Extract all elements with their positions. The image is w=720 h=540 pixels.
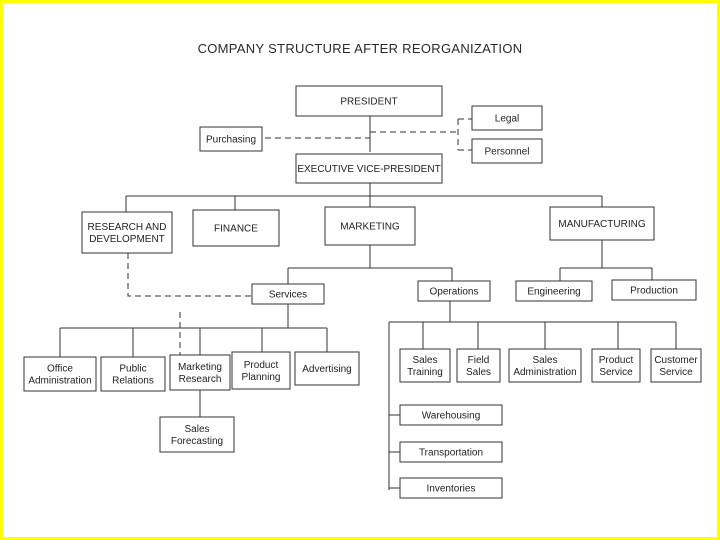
node-production: Production [611,279,697,301]
node-label: Purchasing [206,135,256,146]
node-box [611,279,697,301]
node-box [295,153,443,184]
node-label: Service [599,367,633,378]
node-label: Planning [242,372,281,383]
node-label: Office [47,364,73,375]
node-box [591,348,641,383]
node-box [81,211,173,254]
node-label: PRESIDENT [340,97,397,108]
node-box [192,209,280,247]
node-label: FINANCE [214,224,258,235]
node-president: PRESIDENT [295,85,443,117]
node-label: MARKETING [340,222,400,233]
node-label: Operations [430,287,479,298]
node-inventories: Inventories [399,477,503,499]
node-transportation: Transportation [399,441,503,463]
node-box [251,283,325,305]
node-label: Services [269,290,307,301]
node-label: Relations [112,376,154,387]
node-box [471,138,543,164]
node-finance: FINANCE [192,209,280,247]
node-label: Customer [654,355,698,366]
node-label: Sales [532,355,557,366]
dashed-connector [127,253,252,297]
node-label: Field [468,355,490,366]
node-personnel: Personnel [471,138,543,164]
node-label: MANUFACTURING [558,219,645,230]
node-label: Transportation [419,448,483,459]
node-label: Legal [495,114,519,125]
node-label: Sales [184,424,209,435]
node-label: Warehousing [422,411,481,422]
node-box [650,348,702,383]
node-box [100,356,166,392]
node-box [515,280,593,302]
node-box [549,206,655,241]
node-label: Product [599,355,634,366]
node-box [169,354,231,391]
node-label: Forecasting [171,436,223,447]
node-box [508,348,582,383]
chart-title: COMPANY STRUCTURE AFTER REORGANIZATION [197,41,523,56]
node-label: Research [179,374,222,385]
node-label: Inventories [427,484,476,495]
node-label: Marketing [178,362,222,373]
node-label: Engineering [527,287,580,298]
node-label: Administration [513,367,576,378]
node-label: Training [407,367,443,378]
node-legal: Legal [471,105,543,131]
node-label: Sales [412,355,437,366]
node-box [399,477,503,499]
node-box [199,126,263,152]
node-manufacturing: MANUFACTURING [549,206,655,241]
node-box [23,356,97,392]
node-box [399,404,503,426]
node-label: Sales [466,367,491,378]
node-label: DEVELOPMENT [89,234,165,245]
document-page: COMPANY STRUCTURE AFTER REORGANIZATION P… [3,3,717,537]
node-purchasing: Purchasing [199,126,263,152]
node-warehousing: Warehousing [399,404,503,426]
node-label: RESEARCH AND [88,222,167,233]
node-label: Service [659,367,693,378]
node-box [324,206,416,246]
node-box [471,105,543,131]
node-operations: Operations [417,280,491,302]
node-advertising: Advertising [294,351,360,386]
node-engineering: Engineering [515,280,593,302]
node-marketing: MARKETING [324,206,416,246]
node-services: Services [251,283,325,305]
node-box [295,85,443,117]
node-box [399,348,451,383]
node-box [456,348,501,383]
node-label: Production [630,286,678,297]
node-box [159,416,235,453]
node-label: EXECUTIVE VICE-PRESIDENT [297,164,440,175]
node-box [294,351,360,386]
node-label: Public [119,364,146,375]
node-label: Advertising [302,364,351,375]
node-box [231,351,291,390]
node-box [399,441,503,463]
node-label: Personnel [484,147,529,158]
node-box [417,280,491,302]
node-label: Administration [28,376,91,387]
node-evp: EXECUTIVE VICE-PRESIDENT [295,153,443,184]
node-label: Product [244,360,279,371]
